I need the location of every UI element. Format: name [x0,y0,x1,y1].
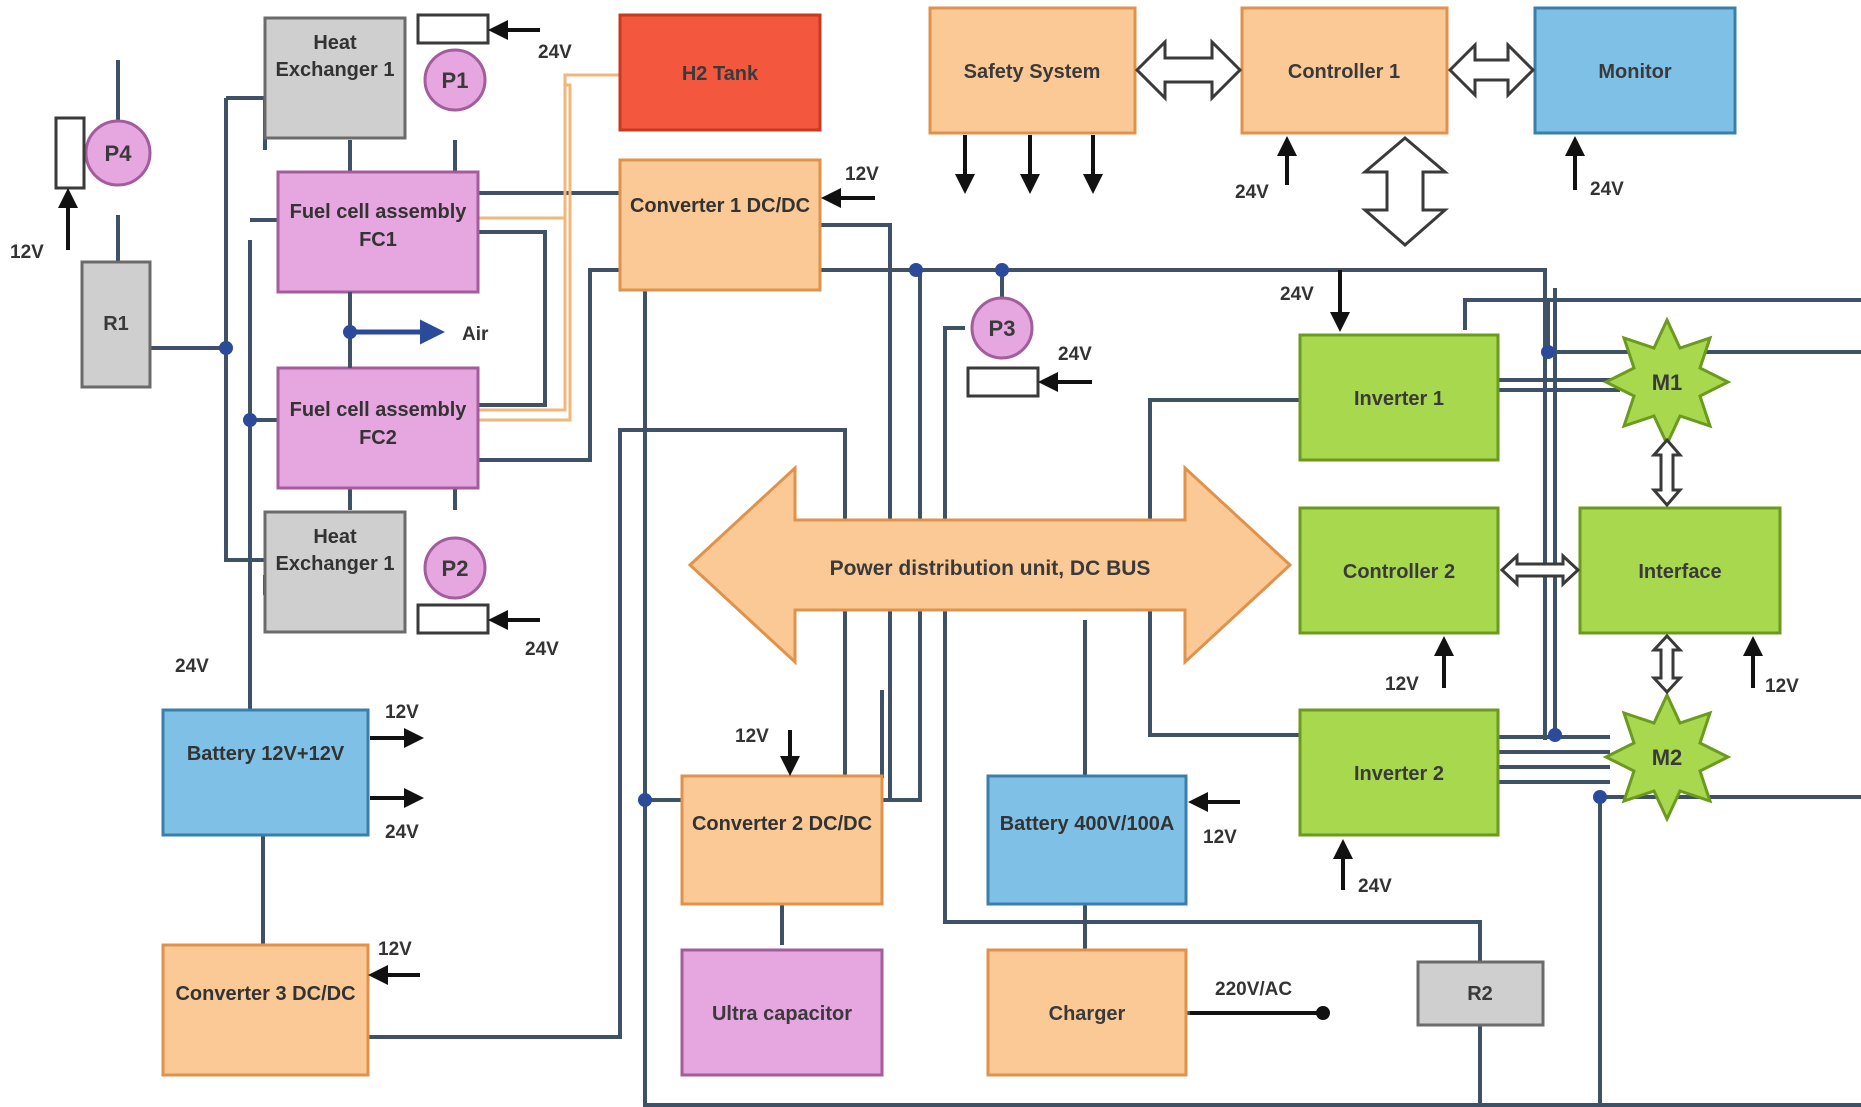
power-distribution-unit: Power distribution unit, DC BUS [687,464,1293,666]
controller-1-label: Controller 1 [1288,61,1400,83]
controller-2-label: Controller 2 [1343,561,1455,583]
voltage-label: 24V [175,656,209,677]
voltage-label: 24V [1058,344,1092,365]
voltage-labels: 24V 12V 12V 24V 24V 24V 24V 24V 24V 12V … [10,42,1799,960]
voltage-label: 12V [845,164,879,185]
motor-m1: M1 [1602,316,1732,448]
converter-2: Converter 2 DC/DC [680,774,884,906]
motor-m2: M2 [1602,691,1732,823]
battery-12v-label: Battery 12V+12V [186,743,345,765]
charger: Charger [986,948,1188,1077]
fuel-cell-fc2: Fuel cell assembly FC2 [276,366,480,490]
voltage-label: 24V [1235,182,1269,203]
voltage-label: 12V [385,702,419,723]
monitor: Monitor [1533,6,1737,135]
voltage-label: 12V [378,939,412,960]
voltage-label: 12V [10,242,44,263]
h2-tank: H2 Tank [618,13,822,132]
safety-system: Safety System [928,6,1137,135]
r2: R2 [1416,960,1545,1027]
heat-exchanger-1-label: Heat Exchanger 1 [275,32,395,81]
heat-exchanger-2-label: Heat Exchanger 1 [275,526,395,575]
pdu-label: Power distribution unit, DC BUS [830,557,1151,580]
heat-exchanger-2: Heat Exchanger 1 [263,510,407,634]
battery-400v: Battery 400V/100A [986,774,1188,906]
junction-dots [219,263,1607,807]
interface-label: Interface [1638,561,1721,583]
pump-p4-label: P4 [105,141,133,166]
voltage-label: 24V [385,822,419,843]
converter-3: Converter 3 DC/DC [161,943,370,1077]
voltage-label: 24V [525,639,559,660]
inverter-2-label: Inverter 2 [1354,763,1444,785]
pump-p3: P3 [970,296,1034,360]
interface: Interface [1578,506,1782,635]
safety-system-label: Safety System [964,61,1101,83]
ultra-capacitor-label: Ultra capacitor [712,1003,852,1025]
air-arrow: Air [343,292,489,368]
voltage-label: 24V [1280,284,1314,305]
voltage-label: 12V [1385,674,1419,695]
h2-tank-label: H2 Tank [682,63,759,85]
voltage-label: 12V [1203,827,1237,848]
motor-m1-label: M1 [1652,370,1683,395]
monitor-label: Monitor [1598,61,1672,83]
hydrogen-pipes [478,73,620,422]
ultra-capacitor: Ultra capacitor [680,948,884,1077]
converter-1: Converter 1 DC/DC [618,158,822,292]
air-label: Air [462,324,489,345]
fuel-cell-fc1-label: Fuel cell assembly FC1 [289,201,467,251]
r1-label: R1 [103,313,129,335]
converter-3-label: Converter 3 DC/DC [175,983,356,1005]
pump-p4: P4 [84,119,152,187]
inverter-1-label: Inverter 1 [1354,388,1444,410]
converter-1-label: Converter 1 DC/DC [629,195,811,217]
fuel-cell-fc2-label: Fuel cell assembly FC2 [289,399,467,449]
battery-12v: Battery 12V+12V [161,708,370,837]
voltage-label: 12V [1765,676,1799,697]
pump-resistors [54,13,1040,635]
voltage-label: 24V [538,42,572,63]
data-link-arrows [1134,38,1684,695]
ac-input: 220V/AC [1190,979,1330,1020]
voltage-label: 24V [1358,876,1392,897]
controller-2: Controller 2 [1298,506,1500,635]
controller-1: Controller 1 [1240,6,1449,135]
wiring [116,60,1861,1107]
pump-p2-label: P2 [442,556,469,581]
r1: R1 [80,260,152,389]
charger-label: Charger [1049,1003,1126,1025]
heat-exchanger-1: Heat Exchanger 1 [263,16,407,140]
inverter-2: Inverter 2 [1298,708,1500,837]
fuel-cell-fc1: Fuel cell assembly FC1 [276,170,480,294]
pump-p1: P1 [423,48,487,112]
voltage-label: 12V [735,726,769,747]
pump-p3-label: P3 [989,316,1016,341]
battery-400v-label: Battery 400V/100A [999,813,1175,835]
motor-m2-label: M2 [1652,745,1683,770]
r2-label: R2 [1467,983,1493,1005]
voltage-label: 24V [1590,179,1624,200]
pump-p1-label: P1 [442,68,469,93]
converter-2-label: Converter 2 DC/DC [691,813,873,835]
supply-arrows [58,20,1763,985]
pump-p2: P2 [423,536,487,600]
inverter-1: Inverter 1 [1298,333,1500,462]
ac-label: 220V/AC [1215,979,1292,1000]
